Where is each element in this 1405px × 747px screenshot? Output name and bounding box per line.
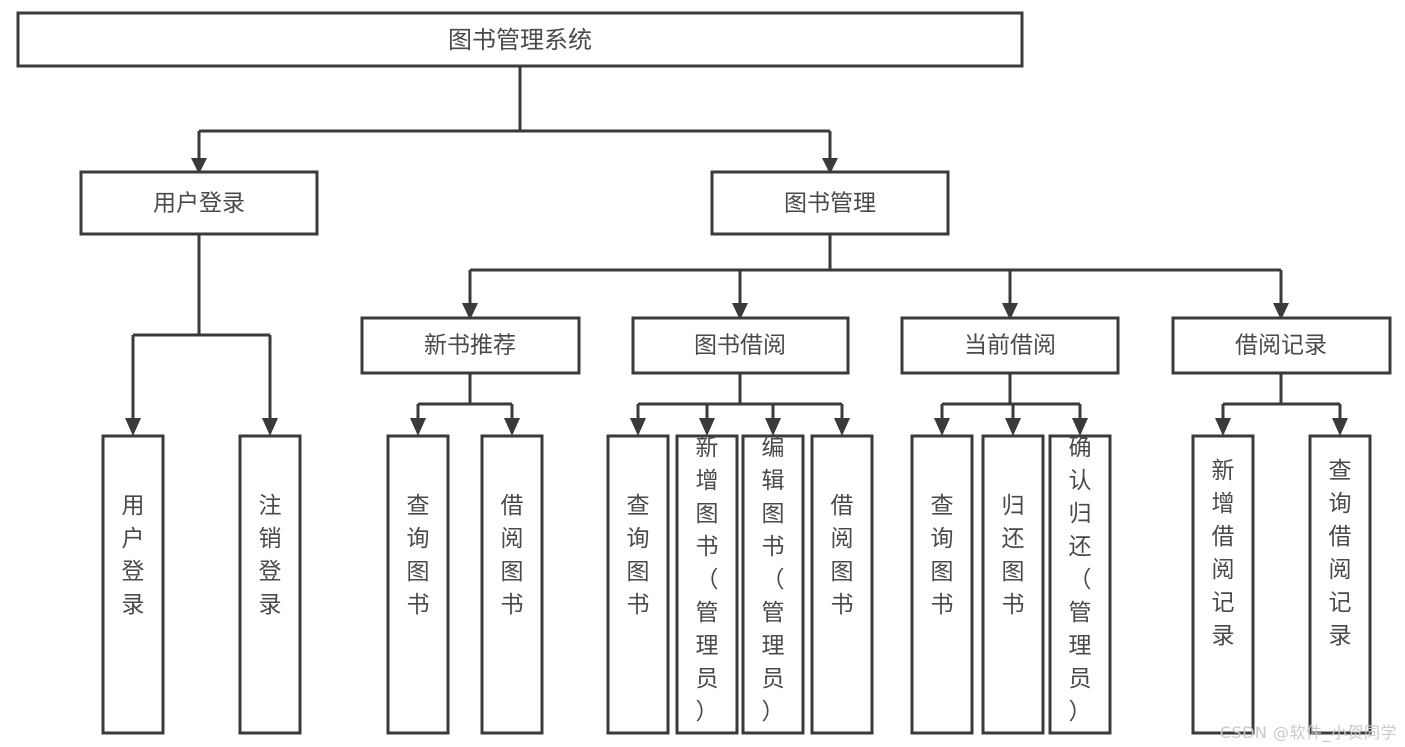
leaf-book-borrow-2[interactable]: 新增图书（管理员）	[675, 434, 739, 735]
node-root-label: 图书管理系统	[448, 26, 592, 54]
node-book-management-label: 图书管理	[784, 191, 876, 217]
leaf-current-borrow-3[interactable]: 确认归还（管理员）	[1048, 434, 1112, 735]
leaf-current-borrow-2-label: 归还图书	[1002, 493, 1025, 618]
leaf-current-borrow-3-box[interactable]	[1048, 434, 1112, 735]
arrow-to-book-manage	[822, 158, 838, 174]
leaf-new-book-2[interactable]: 借阅图书	[480, 434, 544, 735]
node-book-borrow-box[interactable]	[631, 316, 850, 375]
leaf-new-book-1-box[interactable]	[386, 434, 450, 735]
leaf-current-borrow-2-box[interactable]	[981, 434, 1045, 735]
leaf-current-borrow-1-label: 查询图书	[931, 493, 954, 618]
leaf-book-borrow-1[interactable]: 查询图书	[606, 434, 670, 735]
arrow-to-borrow-record	[1273, 303, 1289, 320]
leaf-borrow-record-2[interactable]: 查询借阅记录	[1308, 434, 1372, 735]
leaf-user-login-1-label: 用户登录	[122, 493, 145, 618]
leaf-new-book-2-box[interactable]	[480, 434, 544, 735]
arrow-to-new-book	[462, 303, 478, 320]
arrow-current-borrow-leaf2	[1005, 418, 1021, 436]
leaf-borrow-record-2-label: 查询借阅记录	[1329, 458, 1352, 649]
leaf-book-borrow-1-box[interactable]	[606, 434, 670, 735]
node-current-borrow-box[interactable]	[900, 316, 1120, 375]
leaf-user-login-2[interactable]: 注销登录	[238, 434, 302, 735]
leaf-book-borrow-4[interactable]: 借阅图书	[810, 434, 874, 735]
leaf-current-borrow-2[interactable]: 归还图书	[981, 434, 1045, 735]
leaf-book-borrow-3-label: 编辑图书（管理员）	[762, 435, 785, 725]
leaf-borrow-record-2-box[interactable]	[1308, 434, 1372, 735]
arrow-to-user-login	[191, 158, 207, 174]
arrow-book-borrow-leaf1	[630, 418, 646, 436]
leaf-user-login-1[interactable]: 用户登录	[101, 434, 165, 735]
leaf-new-book-2-label: 借阅图书	[501, 493, 524, 618]
leaf-user-login-2-box[interactable]	[238, 434, 302, 735]
node-book-management[interactable]: 图书管理	[710, 170, 950, 236]
node-book-borrow[interactable]: 图书借阅	[631, 316, 850, 375]
leaf-book-borrow-2-label: 新增图书（管理员）	[696, 435, 719, 725]
leaf-user-login-2-label: 注销登录	[259, 493, 282, 618]
node-borrow-record[interactable]: 借阅记录	[1171, 316, 1392, 375]
leaf-book-borrow-4-box[interactable]	[810, 434, 874, 735]
leaf-new-book-1[interactable]: 查询图书	[386, 434, 450, 735]
node-book-borrow-label: 图书借阅	[694, 333, 786, 359]
node-book-management-system[interactable]: 图书管理系统	[16, 11, 1024, 68]
node-current-borrow[interactable]: 当前借阅	[900, 316, 1120, 375]
arrow-to-book-borrow	[732, 303, 748, 320]
leaf-current-borrow-1[interactable]: 查询图书	[910, 434, 974, 735]
arrow-book-borrow-leaf3	[765, 418, 781, 436]
node-current-borrow-label: 当前借阅	[964, 333, 1056, 359]
leaf-current-borrow-1-box[interactable]	[910, 434, 974, 735]
node-borrow-record-label: 借阅记录	[1235, 333, 1327, 359]
connectors	[125, 66, 1348, 436]
arrow-borrow-record-leaf1	[1215, 418, 1231, 436]
node-root-box[interactable]	[16, 11, 1024, 68]
node-borrow-record-box[interactable]	[1171, 316, 1392, 375]
leaf-user-login-1-box[interactable]	[101, 434, 165, 735]
arrow-user-login-leaf1	[125, 418, 141, 436]
arrow-user-login-leaf2	[262, 418, 278, 436]
arrow-borrow-record-leaf2	[1332, 418, 1348, 436]
node-book-management-box[interactable]	[710, 170, 950, 236]
arrow-book-borrow-leaf2	[699, 418, 715, 436]
node-new-book-recommend-box[interactable]	[360, 316, 581, 375]
leaf-new-book-1-label: 查询图书	[407, 493, 430, 618]
leaf-book-borrow-2-box[interactable]	[675, 434, 739, 735]
leaf-book-borrow-1-label: 查询图书	[627, 493, 650, 618]
node-new-book-recommend-label: 新书推荐	[424, 333, 516, 359]
node-user-login-box[interactable]	[79, 170, 319, 236]
leaf-book-borrow-3[interactable]: 编辑图书（管理员）	[741, 434, 805, 735]
node-user-login[interactable]: 用户登录	[79, 170, 319, 236]
leaf-borrow-record-1-box[interactable]	[1191, 434, 1255, 735]
leaf-book-borrow-4-label: 借阅图书	[831, 493, 854, 618]
node-new-book-recommend[interactable]: 新书推荐	[360, 316, 581, 375]
arrow-new-book-leaf2	[504, 418, 520, 436]
leaf-book-borrow-3-box[interactable]	[741, 434, 805, 735]
leaf-borrow-record-1[interactable]: 新增借阅记录	[1191, 434, 1255, 735]
leaf-current-borrow-3-label: 确认归还（管理员）	[1069, 435, 1092, 725]
leaf-borrow-record-1-label: 新增借阅记录	[1212, 458, 1235, 649]
csdn-watermark: CSDN @软件_小贺同学	[1219, 723, 1397, 742]
arrow-current-borrow-leaf1	[934, 418, 950, 436]
arrow-to-current-borrow	[1002, 303, 1018, 320]
node-user-login-label: 用户登录	[153, 191, 245, 217]
arrow-current-borrow-leaf3	[1072, 418, 1088, 436]
arrow-book-borrow-leaf4	[834, 418, 850, 436]
arrow-new-book-leaf1	[410, 418, 426, 436]
